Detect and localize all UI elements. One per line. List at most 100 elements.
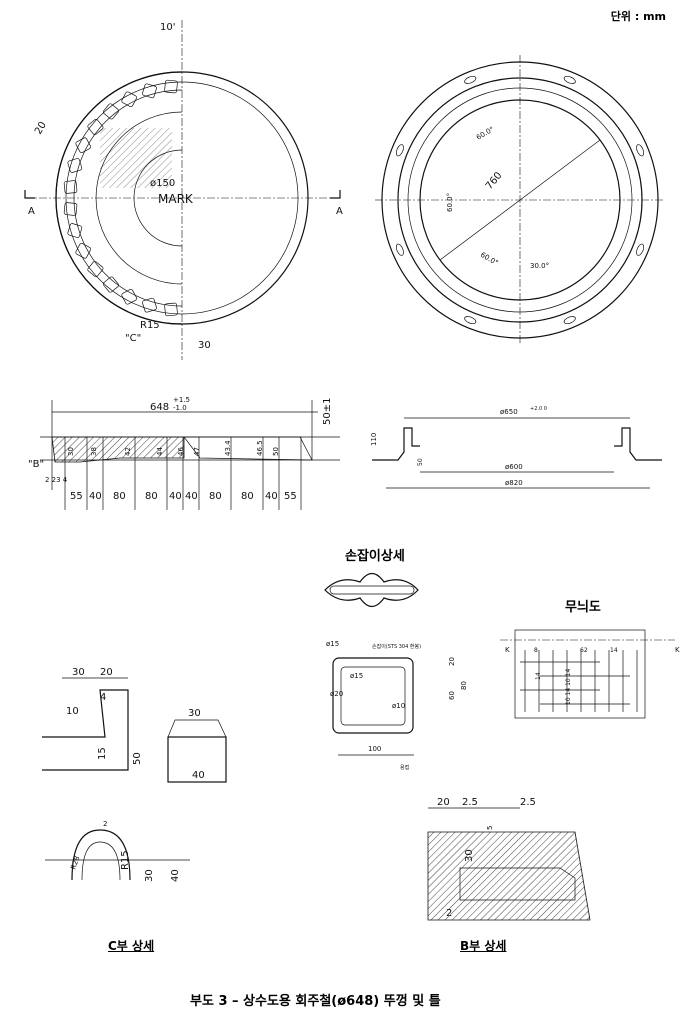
slot: [142, 297, 157, 313]
thickness-dim: 47: [193, 447, 201, 456]
dim-label: ø15: [350, 672, 363, 680]
dim-label: 40: [192, 770, 205, 781]
slot: [75, 243, 91, 259]
section-a-left: A: [28, 206, 35, 217]
slot: [121, 289, 137, 305]
angle-label: 10': [160, 22, 175, 33]
detail-b-marker: "B": [28, 459, 44, 470]
bolt-lug: [636, 144, 645, 157]
dim-label: 5: [486, 826, 494, 830]
pattern-title: 무늬도: [565, 600, 601, 615]
angle-label: 60.0°: [446, 193, 454, 212]
rib-dim: 20: [33, 120, 49, 137]
thickness-dim: 44: [156, 447, 164, 456]
bolt-lug: [464, 75, 477, 84]
tolerance-lower: -1.0: [173, 404, 187, 412]
segment-dim: 40: [265, 491, 278, 502]
dim-label: 8: [534, 647, 538, 654]
radius-dim: R15: [140, 320, 160, 331]
tolerance-upper: +1.5: [173, 396, 190, 404]
dim-label: 40: [170, 869, 181, 882]
dim-label: 4: [100, 692, 106, 703]
bolt-lug: [395, 144, 404, 157]
thickness-dim: 42: [124, 447, 132, 456]
dim-label: 2: [446, 908, 452, 919]
dim-label: 30: [144, 869, 155, 882]
dim-label: ø20: [330, 690, 343, 698]
frame-top-dia: ø650: [500, 408, 518, 416]
slot: [67, 223, 83, 238]
dim-label: R28: [69, 855, 81, 871]
dim-label: 10 14 10 14: [565, 669, 572, 705]
dim-label: 2.5: [520, 797, 536, 808]
slot: [87, 261, 104, 278]
figure-caption: 부도 3 – 상수도용 회주철(ø648) 뚜껑 및 틀: [190, 994, 441, 1009]
dim-label: 30: [464, 849, 475, 862]
detail-c-drawing: 30 20 4 10 15 50 30 40 2 R28 R15 30 40: [42, 667, 227, 882]
dim-label: ø15: [326, 640, 339, 648]
handle-detail-title: 손잡이상세: [345, 549, 405, 564]
handle-detail: ø15 손잡이(STS 304 환봉) ø15 ø20 ø10 100 20 6…: [324, 572, 468, 771]
dim-label: R15: [120, 850, 131, 870]
dim-label: 2: [103, 820, 107, 828]
slot: [102, 103, 119, 120]
thickness-dim: 30: [67, 447, 75, 456]
segment-dim: 80: [113, 491, 126, 502]
bolt-lug: [563, 316, 576, 325]
pattern-detail: K K 8 62 14 14 10 14 10 14: [500, 629, 680, 719]
small-dims: 2 23 4: [45, 476, 68, 484]
dim-label: 20: [100, 667, 113, 678]
segment-dim: 40: [185, 491, 198, 502]
weld-label: 용접: [400, 764, 409, 771]
bolt-lug: [464, 316, 477, 325]
bolt-lug: [636, 243, 645, 256]
thickness-dim: 50: [272, 447, 280, 456]
thickness-dim: 38: [90, 447, 98, 456]
segment-dim: 80: [241, 491, 254, 502]
frame-plan-view: 760 60.0° 60.0° 60.0° 30.0°: [375, 55, 665, 345]
cover-plan-view: 10' 20 R15 "C" 30 A A MARK ø150: [24, 20, 343, 360]
dim-label: 60: [448, 691, 456, 700]
segment-dim: 55: [284, 491, 297, 502]
angle-label: 60.0°: [479, 251, 500, 267]
detail-c-marker: "C": [125, 333, 141, 344]
slot-pattern: [63, 79, 178, 317]
dim-label: 20: [437, 797, 450, 808]
center-dia-dim: ø150: [150, 178, 175, 189]
slot: [87, 118, 104, 135]
thickness-dim: 46: [177, 447, 185, 456]
angle-label: 30.0°: [530, 262, 549, 270]
frame-outer-dia: ø820: [505, 479, 523, 487]
dim-label: 14: [535, 672, 542, 680]
slot: [164, 79, 178, 94]
mark-label: MARK: [158, 192, 194, 206]
slot: [121, 91, 137, 107]
material-label: 손잡이(STS 304 환봉): [372, 643, 421, 650]
dim-label: 100: [368, 745, 381, 753]
dim-label: 30: [72, 667, 85, 678]
dim-label: ø10: [392, 702, 405, 710]
frame-flange: 50: [417, 458, 424, 466]
slot: [75, 137, 91, 153]
frame-dia-dim: 760: [484, 170, 505, 192]
detail-b-drawing: 20 2.5 2.5 5 30 2: [427, 797, 591, 921]
segment-dim: 40: [89, 491, 102, 502]
dim-label: 10: [66, 706, 79, 717]
segment-dim: 80: [209, 491, 222, 502]
segment-dim: 40: [169, 491, 182, 502]
dim-label: 15: [97, 747, 108, 760]
dim-label: 20: [448, 657, 456, 666]
section-a-right: A: [336, 206, 343, 217]
detail-b-title: B부 상세: [460, 939, 507, 953]
frame-height: 110: [370, 433, 378, 446]
bolt-lug: [395, 243, 404, 256]
dim-label: 50: [132, 752, 143, 765]
dim-label: 62: [580, 647, 588, 654]
detail-c-title: C부 상세: [108, 939, 155, 953]
slot: [102, 276, 119, 293]
slot: [63, 180, 78, 194]
slot: [164, 302, 178, 317]
slot: [142, 83, 157, 99]
bolt-lug: [563, 75, 576, 84]
